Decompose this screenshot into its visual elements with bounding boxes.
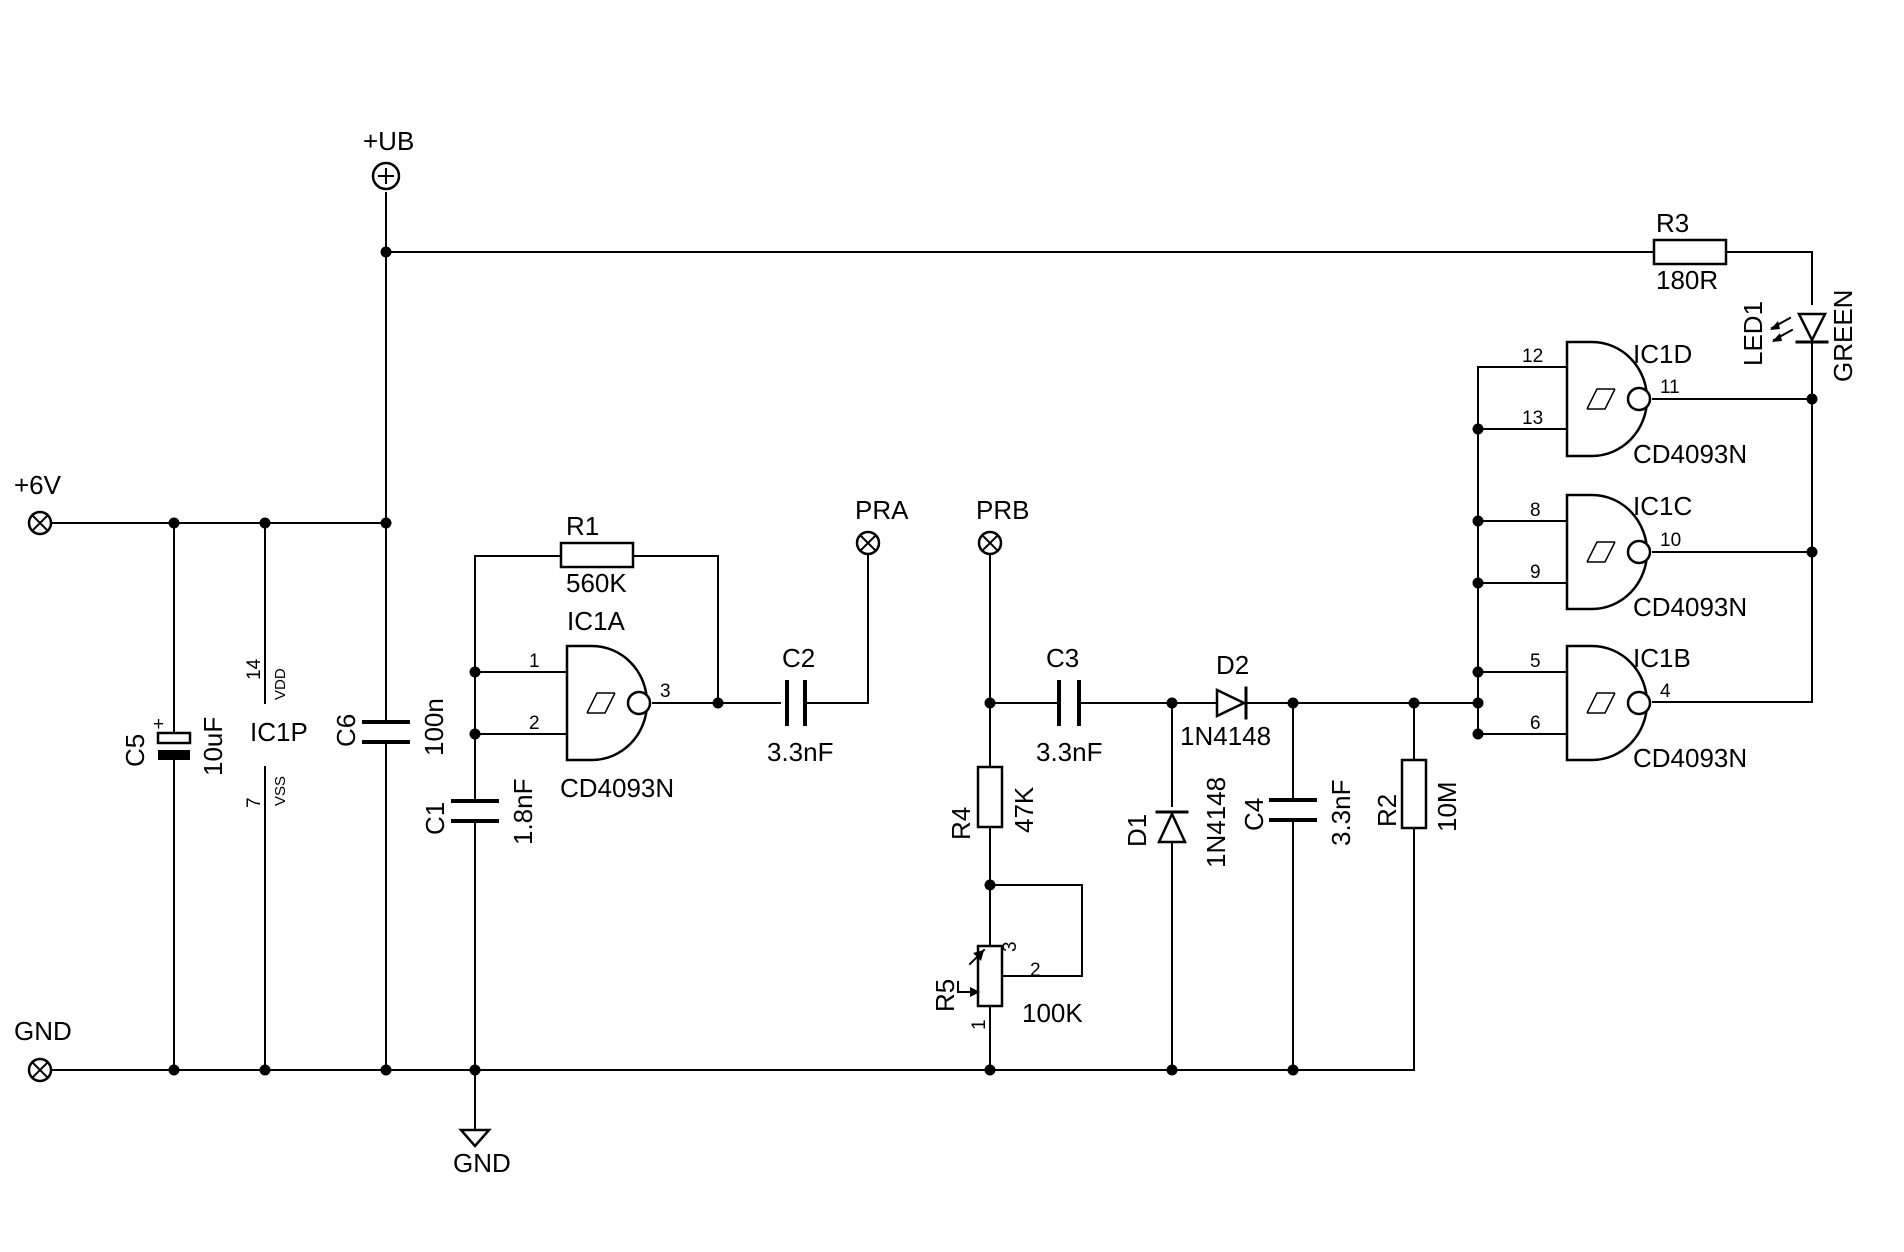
r3-value: 180R: [1656, 265, 1718, 295]
ic1b-pin-out: 4: [1660, 681, 1671, 702]
led1-ref: LED1: [1738, 301, 1768, 366]
ic1p-power: IC1P 14 VDD 7 VSS: [244, 658, 308, 808]
r4-ref: R4: [946, 807, 976, 840]
junctions: [168, 246, 1818, 1076]
ic1c-pin-in1: 8: [1530, 500, 1541, 521]
c3-ref: C3: [1046, 643, 1079, 673]
gate-ic1d: 12 13 11 IC1D CD4093N: [1522, 339, 1747, 469]
c3-value: 3.3nF: [1036, 737, 1103, 767]
ic1d-value: CD4093N: [1633, 439, 1747, 469]
r5-pin2: 2: [1030, 960, 1041, 981]
d1-value: 1N4148: [1201, 777, 1231, 868]
c5-value: 10uF: [198, 717, 228, 776]
ic1d-ref: IC1D: [1633, 339, 1692, 369]
c6-ref: C6: [331, 714, 361, 747]
ub-terminal: +UB: [363, 126, 414, 191]
ub-label: +UB: [363, 126, 414, 156]
r1-value: 560K: [566, 568, 627, 598]
led1-value: GREEN: [1828, 290, 1858, 382]
r5-value: 100K: [1022, 998, 1083, 1028]
ic1a-ref: IC1A: [567, 606, 625, 636]
c2-value: 3.3nF: [767, 737, 834, 767]
c5-ref: C5: [120, 734, 150, 767]
ic1a-pin-in1: 1: [529, 651, 540, 672]
r5-ref: R5: [930, 979, 960, 1012]
r1-ref: R1: [566, 511, 599, 541]
prb-label: PRB: [976, 495, 1029, 525]
gate-ic1c: 8 9 10 IC1C CD4093N: [1530, 491, 1747, 622]
pra-label: PRA: [855, 495, 909, 525]
ic1a-pin-in2: 2: [529, 713, 540, 734]
c4-value: 3.3nF: [1326, 780, 1356, 847]
ic1c-value: CD4093N: [1633, 592, 1747, 622]
d2-ref: D2: [1216, 650, 1249, 680]
ic1c-pin-out: 10: [1660, 530, 1681, 551]
ic1p-ref: IC1P: [250, 717, 308, 747]
ic1d-pin-in1: 12: [1522, 346, 1543, 367]
diode-d1: D1 1N4148: [1122, 777, 1231, 868]
ic1p-vss-label: VSS: [272, 776, 289, 806]
capacitor-c1: C1 1.8nF: [420, 779, 538, 846]
resistor-r3: R3 180R: [1652, 208, 1728, 295]
ic1b-pin-in1: 5: [1530, 651, 1541, 672]
ic1c-ref: IC1C: [1633, 491, 1692, 521]
capacitor-c6: C6 100n: [331, 698, 449, 756]
r5-pin1: 1: [969, 1019, 990, 1030]
ic1b-pin-in2: 6: [1530, 713, 1541, 734]
led1: LED1 GREEN: [1738, 290, 1858, 382]
d2-value: 1N4148: [1180, 721, 1271, 751]
ic1b-ref: IC1B: [1633, 643, 1691, 673]
r2-value: 10M: [1432, 781, 1462, 832]
r4-value: 47K: [1009, 786, 1039, 833]
gnd-terminal-label: GND: [14, 1016, 72, 1046]
resistor-r2: R2 10M: [1372, 758, 1462, 832]
c4-ref: C4: [1239, 798, 1269, 831]
ic1b-value: CD4093N: [1633, 743, 1747, 773]
c2-ref: C2: [782, 643, 815, 673]
ic1p-vdd-pin: 14: [244, 658, 265, 680]
prb-probe: PRB: [976, 495, 1029, 556]
c5-polarity: +: [153, 714, 164, 735]
capacitor-c3: C3 3.3nF: [1036, 643, 1103, 767]
gate-ic1b: 5 6 4 IC1B CD4093N: [1530, 643, 1747, 773]
r2-ref: R2: [1372, 794, 1402, 827]
gnd-symbol: GND: [453, 1128, 511, 1178]
ic1a-pin-out: 3: [660, 681, 671, 702]
c6-value: 100n: [419, 698, 449, 756]
gate-ic1a: 1 2 3 IC1A CD4093N: [529, 606, 674, 803]
ic1d-pin-out: 11: [1660, 377, 1680, 398]
r5-pin3: 3: [1000, 941, 1021, 952]
ic1d-pin-in2: 13: [1522, 408, 1543, 429]
resistor-r4: R4 47K: [946, 765, 1039, 840]
d1-ref: D1: [1122, 814, 1152, 847]
resistor-r1: R1 560K: [559, 511, 635, 598]
capacitor-c4: C4 3.3nF: [1239, 780, 1356, 847]
gnd-terminal: GND: [14, 1016, 72, 1083]
potentiometer-r5: R5 100K 1 2 3: [930, 941, 1083, 1030]
v6-label: +6V: [14, 470, 62, 500]
c1-ref: C1: [420, 802, 450, 835]
diode-d2: D2 1N4148: [1180, 650, 1271, 751]
r3-ref: R3: [1656, 208, 1689, 238]
ic1c-pin-in2: 9: [1530, 562, 1541, 583]
ic1a-value: CD4093N: [560, 773, 674, 803]
gnd-symbol-label: GND: [453, 1148, 511, 1178]
capacitor-c5: + C5 10uF: [120, 714, 228, 776]
v6-terminal: +6V: [14, 470, 62, 536]
capacitor-c2: C2 3.3nF: [767, 643, 869, 767]
ic1p-vss-pin: 7: [244, 797, 265, 808]
ic1p-vdd-label: VDD: [272, 668, 289, 700]
pra-probe: PRA: [855, 495, 909, 556]
c1-value: 1.8nF: [508, 779, 538, 846]
